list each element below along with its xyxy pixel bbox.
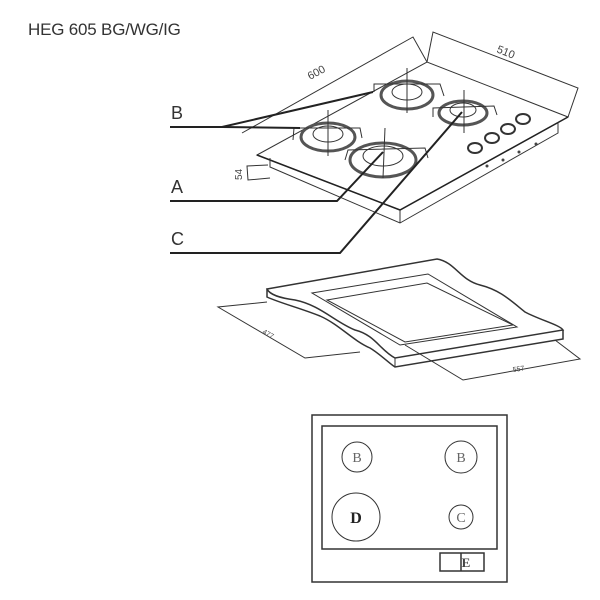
model-title: HEG 605 BG/WG/IG (28, 20, 181, 39)
cutout-isometric: 477 557 (216, 258, 582, 381)
dimension-line-cutout-depth (216, 301, 361, 359)
plan-control-panel: E (439, 552, 485, 572)
control-knobs (467, 113, 538, 168)
plan-burner-front-left: D (331, 492, 381, 542)
dimension-width-label: 600 (306, 63, 328, 82)
dimension-line-depth (426, 31, 579, 118)
leader-c: C (170, 111, 463, 254)
plan-burner-front-right: C (448, 504, 474, 530)
burner-rear-left (373, 68, 445, 113)
plan-burner-label: B (456, 451, 465, 466)
label-b: B (171, 103, 183, 123)
label-c: C (171, 229, 184, 249)
plan-burner-label: B (352, 451, 361, 466)
dimension-line-height (246, 164, 271, 181)
cutout-opening (325, 282, 515, 343)
dimension-line-width (241, 36, 428, 134)
label-a: A (171, 177, 183, 197)
hob-isometric: 600 510 54 (170, 31, 579, 254)
burner-front (344, 127, 429, 179)
dimension-line-cutout-width (404, 339, 582, 381)
burner-left (292, 110, 363, 156)
cutout-frame-outer (310, 273, 519, 346)
plan-view: B B D C E (311, 414, 508, 583)
plan-control-label: E (462, 555, 471, 570)
burner-right (432, 90, 498, 133)
dimension-cutout-width-label: 557 (512, 365, 525, 374)
dimension-cutout-depth-label: 477 (261, 329, 275, 341)
dimension-height-label: 54 (234, 168, 245, 180)
leader-b: B (170, 91, 374, 129)
leader-a: A (170, 151, 384, 202)
plan-burner-label: D (350, 510, 362, 527)
plan-burner-rear-right: B (444, 440, 478, 474)
plan-burner-label: C (456, 511, 465, 526)
dimension-depth-label: 510 (495, 44, 517, 62)
plan-burner-rear-left: B (341, 441, 373, 473)
